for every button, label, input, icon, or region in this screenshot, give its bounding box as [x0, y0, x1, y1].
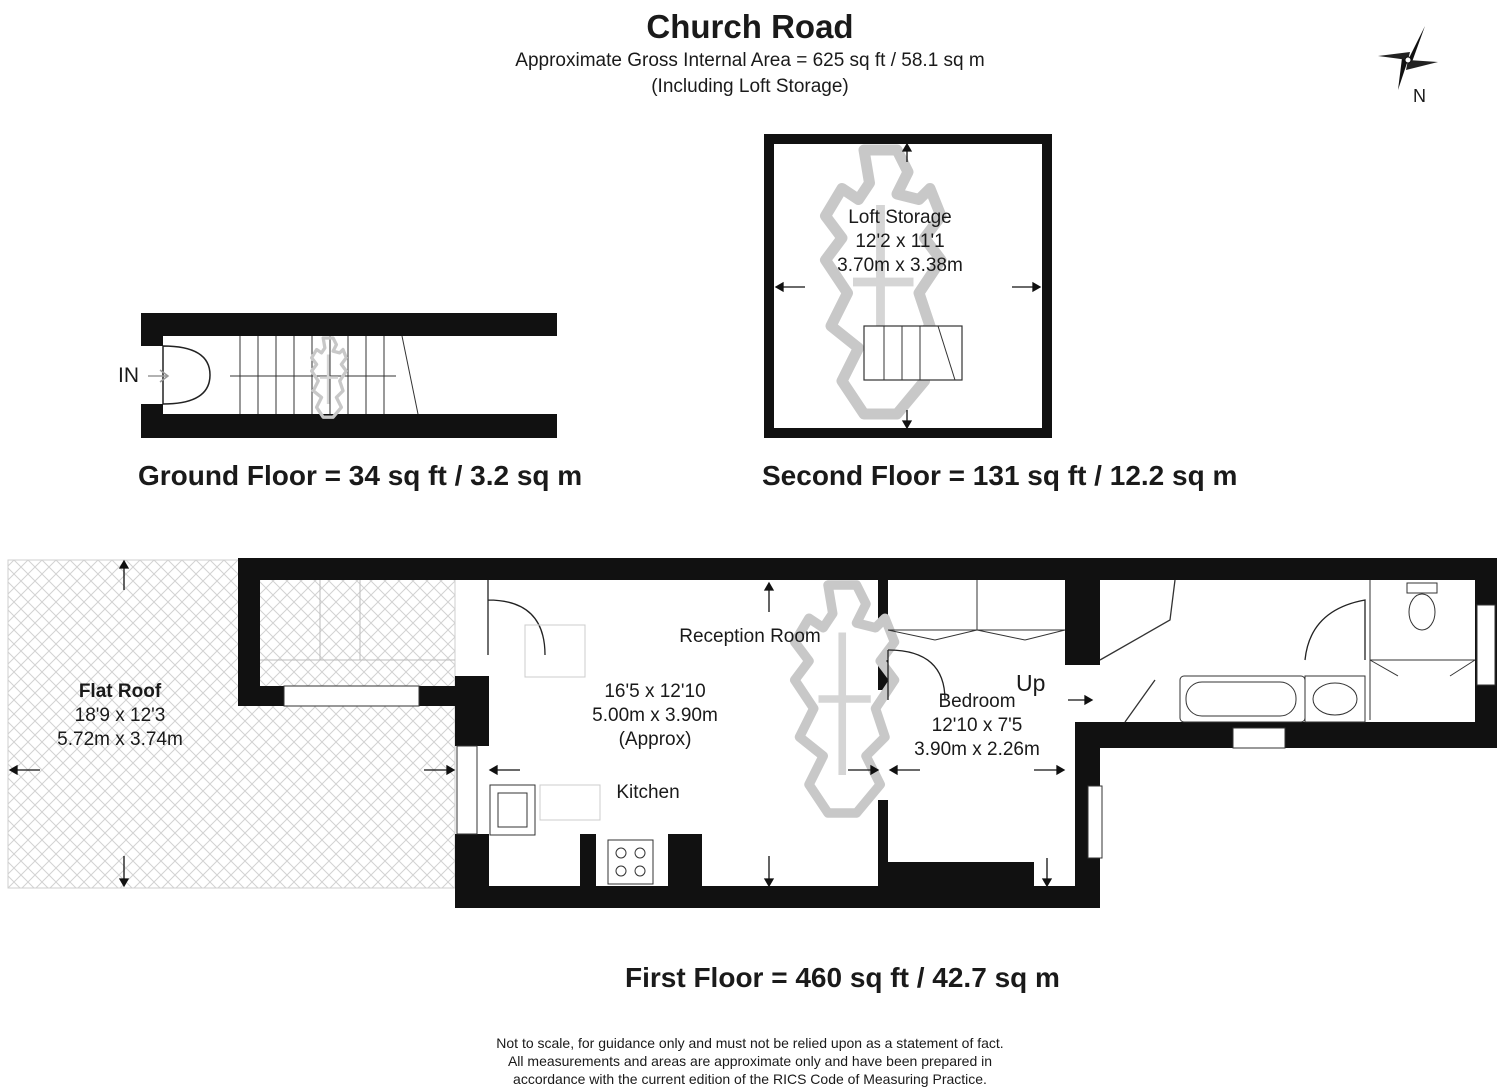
disclaimer-line: accordance with the current edition of t… [513, 1071, 987, 1087]
first-floor-label: First Floor = 460 sq ft / 42.7 sq m [625, 962, 1060, 993]
room-name: Loft Storage [848, 207, 952, 228]
page-title: Church Road [646, 8, 854, 45]
disclaimer-line: Not to scale, for guidance only and must… [496, 1035, 1004, 1051]
compass-icon [1378, 26, 1438, 90]
disclaimer-line: All measurements and areas are approxima… [507, 1053, 993, 1069]
loft-storage-room: Loft Storage 12'2 x 11'1 3.70m x 3.38m [800, 206, 1000, 278]
room-size-imperial: 12'10 x 7'5 [931, 715, 1023, 736]
room-size-metric: 5.72m x 3.74m [57, 729, 183, 750]
ground-floor-plan [141, 313, 557, 438]
reception-room-size: 16'5 x 12'10 5.00m x 3.90m (Approx) [590, 680, 720, 752]
second-floor-label: Second Floor = 131 sq ft / 12.2 sq m [762, 460, 1238, 491]
room-size-imperial: 12'2 x 11'1 [855, 231, 945, 252]
area-note: (Including Loft Storage) [651, 76, 849, 97]
bedroom-room: Bedroom 12'10 x 7'5 3.90m x 2.26m [892, 690, 1062, 762]
room-size-metric: 3.70m x 3.38m [837, 255, 963, 276]
stairs-up-label: Up [1016, 670, 1046, 696]
disclaimer: Not to scale, for guidance only and must… [0, 1034, 1500, 1088]
reception-room-name: Reception Room [679, 626, 821, 647]
room-size-metric: 5.00m x 3.90m [592, 705, 718, 726]
room-size-imperial: 18'9 x 12'3 [74, 705, 166, 726]
area-summary: Approximate Gross Internal Area = 625 sq… [515, 50, 985, 71]
flat-roof-room: Flat Roof 18'9 x 12'3 5.72m x 3.74m [30, 680, 210, 752]
room-name: Flat Roof [78, 681, 162, 702]
room-name: Bedroom [938, 691, 1016, 712]
ground-floor-label: Ground Floor = 34 sq ft / 3.2 sq m [138, 460, 583, 491]
entrance-label: IN [118, 364, 139, 387]
room-size-imperial: 16'5 x 12'10 [604, 681, 706, 702]
kitchen-room-name: Kitchen [616, 782, 680, 803]
second-floor-plan [764, 134, 1052, 438]
compass-label: N [1413, 86, 1426, 106]
first-floor-plan [7, 558, 1497, 908]
room-size-metric: 3.90m x 2.26m [914, 739, 1040, 760]
room-size-note: (Approx) [618, 729, 692, 750]
